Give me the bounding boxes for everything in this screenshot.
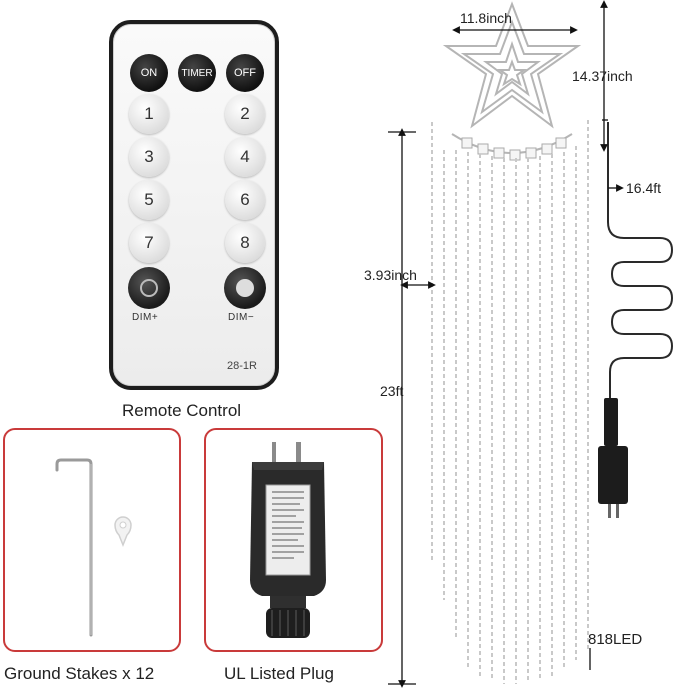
button-3[interactable]: 3 [129, 137, 169, 177]
button-5[interactable]: 5 [129, 180, 169, 220]
star-topper [442, 1, 582, 154]
light-strands [431, 120, 589, 684]
on-button[interactable]: ON [130, 54, 168, 92]
remote-caption: Remote Control [122, 401, 242, 420]
button-7[interactable]: 7 [129, 223, 169, 263]
dim-minus-label: DIM− [228, 312, 255, 323]
dim-plus-label: DIM+ [132, 312, 159, 323]
dim-plus-button[interactable] [128, 267, 170, 309]
dim-minus-button[interactable] [224, 267, 266, 309]
button-8[interactable]: 8 [225, 223, 265, 263]
led-count-label: 818LED [588, 631, 643, 648]
remote-control: ON TIMER OFF 1 2 3 4 5 6 7 8 DIM+ DIM− 2… [109, 20, 279, 390]
button-6[interactable]: 6 [225, 180, 265, 220]
button-1[interactable]: 1 [129, 94, 169, 134]
plug-caption: UL Listed Plug [224, 664, 334, 683]
remote-model-label: 28-1R [227, 360, 257, 372]
star-width-label: 11.8inch [460, 10, 512, 26]
power-adapter-image [250, 442, 326, 638]
end-connector [598, 398, 628, 518]
dim-minus-icon [236, 279, 254, 297]
lead-wire [607, 122, 674, 400]
button-4[interactable]: 4 [225, 137, 265, 177]
strand-spacing-label: 3.93inch [364, 267, 417, 283]
ground-stake-image [55, 458, 132, 637]
timer-button[interactable]: TIMER [178, 54, 216, 92]
stakes-caption: Ground Stakes x 12 [4, 664, 155, 683]
dim-plus-icon [140, 279, 158, 297]
button-2[interactable]: 2 [225, 94, 265, 134]
star-height-label: 14.37inch [572, 68, 633, 84]
off-button[interactable]: OFF [226, 54, 264, 92]
lead-wire-label: 16.4ft [626, 180, 662, 196]
stakes-panel [3, 428, 181, 652]
plug-panel [204, 428, 383, 652]
star-base-ornaments [461, 137, 567, 161]
length-label: 23ft [380, 383, 404, 399]
